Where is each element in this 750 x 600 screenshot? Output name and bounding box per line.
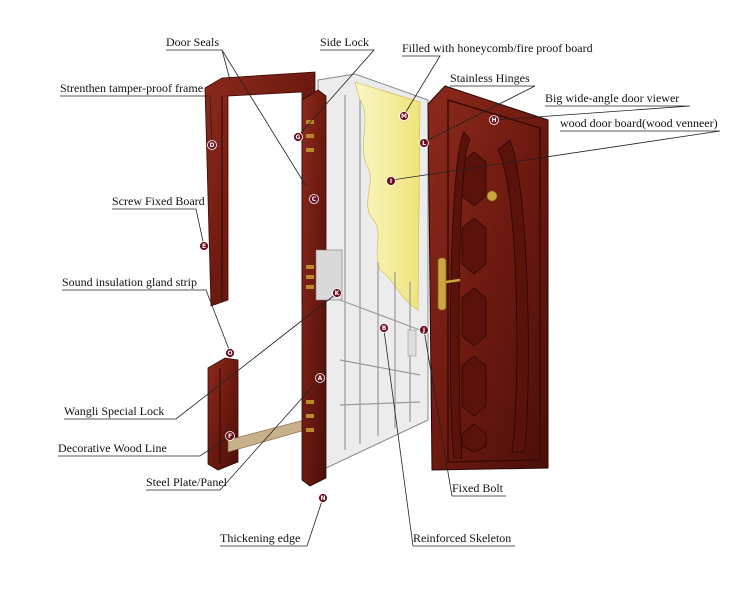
svg-text:A: A (318, 375, 323, 382)
marker-e: E (199, 241, 209, 251)
svg-text:M: M (401, 113, 407, 120)
svg-text:K: K (335, 290, 340, 297)
marker-f: F (225, 431, 235, 441)
svg-text:C: C (312, 196, 317, 203)
wood-door-leaf (427, 85, 549, 471)
svg-text:B: B (382, 325, 387, 332)
label-special-lock: Wangli Special Lock (64, 404, 164, 418)
svg-text:N: N (320, 495, 325, 502)
label-frame: Strenthen tamper-proof frame (60, 81, 203, 95)
label-sound-strip: Sound insulation gland strip (62, 275, 197, 289)
marker-h: H (489, 115, 499, 125)
marker-j: J (419, 325, 429, 335)
label-steel-plate: Steel Plate/Panel (146, 475, 228, 489)
marker-g: G (293, 132, 303, 142)
marker-o: O (225, 348, 235, 358)
label-side-lock: Side Lock (320, 35, 369, 49)
marker-b: B (379, 323, 389, 333)
labels: Door Seals Side Lock Filled with honeyco… (58, 35, 718, 545)
markers: A B C D E F G H I J K L M N O (199, 111, 499, 503)
label-wood-line: Decorative Wood Line (58, 441, 167, 455)
marker-l: L (419, 138, 429, 148)
label-screw-board: Screw Fixed Board (112, 194, 205, 208)
svg-text:F: F (228, 433, 232, 440)
label-filled-board: Filled with honeycomb/fire proof board (402, 41, 593, 55)
svg-text:E: E (202, 243, 206, 250)
label-door-seals: Door Seals (166, 35, 219, 49)
svg-text:H: H (491, 117, 496, 124)
label-door-viewer: Big wide-angle door viewer (545, 91, 679, 105)
door-frame-top (204, 71, 316, 307)
steel-door-body (301, 73, 429, 487)
marker-m: M (399, 111, 409, 121)
marker-c: C (309, 194, 319, 204)
svg-text:D: D (210, 142, 215, 149)
label-fixed-bolt: Fixed Bolt (452, 481, 504, 495)
marker-n: N (318, 493, 328, 503)
label-wood-board: wood door board(wood venneer) (560, 116, 718, 130)
marker-d: D (207, 140, 217, 150)
svg-text:L: L (422, 140, 426, 147)
svg-text:G: G (296, 134, 301, 141)
door-frame-bottom (207, 357, 313, 471)
label-thickening-edge: Thickening edge (220, 531, 300, 545)
label-skeleton: Reinforced Skeleton (413, 531, 511, 545)
marker-k: K (332, 288, 342, 298)
marker-i: I (386, 176, 396, 186)
svg-text:I: I (390, 178, 392, 185)
marker-a: A (315, 373, 325, 383)
svg-text:O: O (227, 350, 232, 357)
label-stainless-hinges: Stainless Hinges (450, 71, 530, 85)
leader-lines (58, 49, 721, 547)
svg-text:J: J (422, 327, 425, 334)
